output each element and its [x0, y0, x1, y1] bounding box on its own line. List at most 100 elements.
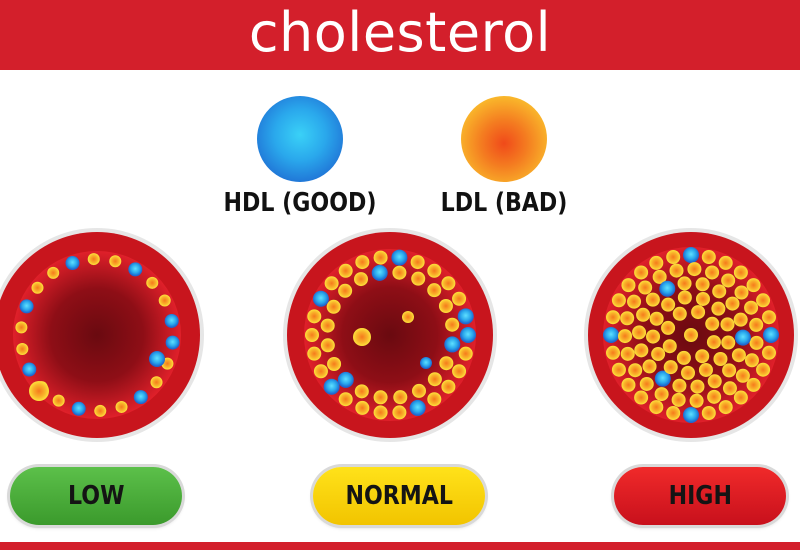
hdl-particle — [71, 401, 86, 416]
ldl-particle — [621, 377, 636, 392]
ldl-particle — [761, 310, 776, 325]
ldl-particle — [733, 312, 748, 327]
ldl-particle — [427, 392, 442, 407]
ldl-particle — [671, 392, 686, 407]
ldl-particle — [707, 389, 722, 404]
ldl-particle — [722, 381, 737, 396]
hdl-particle — [603, 327, 619, 343]
hdl-particle-icon — [257, 96, 343, 182]
hdl-particle — [409, 399, 426, 416]
artery-normal-drawing — [304, 249, 476, 421]
hdl-particle — [149, 351, 165, 367]
ldl-particle — [439, 356, 454, 371]
high-level-badge: HIGH — [614, 467, 786, 525]
ldl-particle — [731, 348, 746, 363]
ldl-particle — [402, 311, 414, 323]
vessel-lumen — [13, 251, 181, 419]
hdl-particle — [164, 313, 179, 328]
ldl-particle — [621, 278, 636, 293]
ldl-particle — [662, 339, 677, 354]
artery-normal-cross-section — [287, 232, 493, 438]
hdl-particle — [337, 371, 354, 388]
ldl-particle — [146, 276, 159, 289]
ldl-legend-label: LDL (BAD) — [440, 188, 568, 218]
hdl-particle — [128, 262, 143, 277]
hdl-particle — [763, 327, 779, 343]
ldl-particle — [320, 318, 335, 333]
hdl-particle — [165, 335, 180, 350]
ldl-particle — [307, 346, 322, 361]
ldl-particle — [749, 335, 764, 350]
ldl-particle — [746, 377, 761, 392]
ldl-particle — [733, 390, 748, 405]
ldl-particle — [15, 321, 28, 334]
ldl-particle — [115, 400, 128, 413]
ldl-particle — [634, 265, 649, 280]
ldl-particle — [649, 255, 664, 270]
ldl-particle — [326, 299, 341, 314]
hdl-particle — [734, 329, 751, 346]
ldl-particle — [158, 294, 171, 307]
ldl-particle — [354, 384, 369, 399]
ldl-particle — [706, 335, 721, 350]
ldl-particle — [29, 381, 49, 401]
ldl-particle — [661, 297, 676, 312]
ldl-particle — [634, 390, 649, 405]
ldl-particle — [31, 281, 44, 294]
hdl-particle — [133, 390, 148, 405]
ldl-particle — [636, 307, 651, 322]
ldl-particle — [606, 345, 621, 360]
page-title: cholesterol — [248, 1, 552, 64]
ldl-particle — [749, 317, 764, 332]
ldl-particle — [611, 362, 626, 377]
ldl-particle — [338, 283, 353, 298]
ldl-particle — [744, 353, 759, 368]
hdl-particle — [457, 308, 474, 325]
ldl-particle — [646, 329, 661, 344]
artery-low-drawing — [13, 251, 181, 419]
ldl-particle — [620, 346, 635, 361]
ldl-particle — [327, 356, 342, 371]
ldl-particle — [427, 372, 442, 387]
low-level-label: LOW — [67, 481, 125, 511]
vessel-lumen — [304, 249, 476, 421]
ldl-particle — [410, 255, 425, 270]
ldl-particle — [445, 317, 460, 332]
ldl-particle — [16, 343, 29, 356]
ldl-particle — [651, 347, 666, 362]
ldl-particle — [676, 350, 691, 365]
ldl-particle-icon — [461, 96, 547, 182]
ldl-particle — [690, 379, 705, 394]
hdl-particle — [683, 247, 699, 263]
ldl-particle — [695, 349, 710, 364]
ldl-particle — [734, 285, 749, 300]
ldl-particle — [47, 266, 60, 279]
ldl-particle — [672, 306, 687, 321]
ldl-particle — [733, 265, 748, 280]
hdl-particle — [444, 336, 461, 353]
bottom-strip — [0, 542, 800, 550]
ldl-particle — [441, 379, 456, 394]
ldl-particle — [721, 335, 736, 350]
ldl-particle — [735, 368, 750, 383]
ldl-particle — [718, 255, 733, 270]
ldl-particle — [720, 317, 735, 332]
ldl-particle — [707, 374, 722, 389]
ldl-particle — [649, 311, 664, 326]
ldl-particle — [87, 253, 100, 266]
title-banner: cholesterol — [0, 0, 800, 70]
ldl-particle — [438, 299, 453, 314]
ldl-particle — [718, 400, 733, 415]
ldl-particle — [52, 394, 65, 407]
ldl-particle — [627, 294, 642, 309]
ldl-particle — [94, 404, 107, 417]
ldl-particle — [744, 300, 759, 315]
ldl-particle — [654, 387, 669, 402]
hdl-particle — [323, 378, 340, 395]
ldl-particle — [638, 280, 653, 295]
ldl-particle — [639, 376, 654, 391]
ldl-particle — [687, 262, 702, 277]
high-level-label: HIGH — [668, 481, 732, 511]
hdl-particle — [659, 280, 676, 297]
hdl-particle — [312, 290, 329, 307]
